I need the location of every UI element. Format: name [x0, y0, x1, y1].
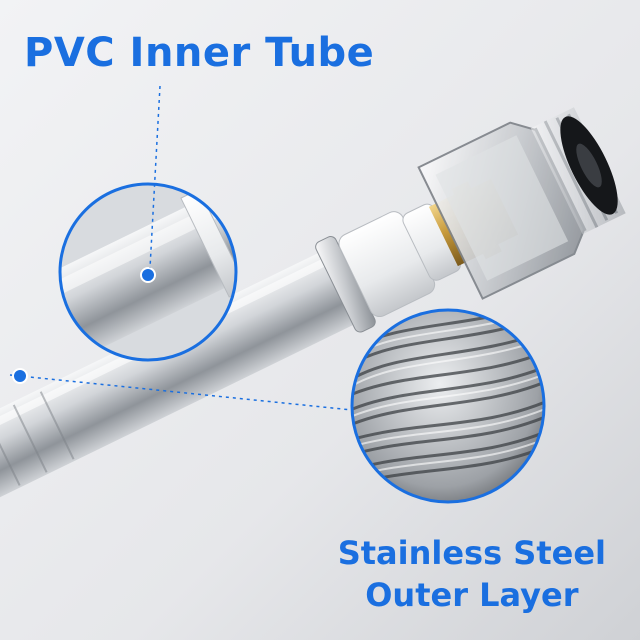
- outer-layer-label-line2: Outer Layer: [365, 576, 579, 614]
- outer-layer-magnifier: [350, 308, 546, 504]
- inner-tube-magnifier: [58, 182, 238, 362]
- outer-layer-marker: [12, 368, 28, 384]
- outer-layer-label: Stainless Steel Outer Layer: [338, 532, 606, 616]
- inner-tube-marker: [140, 267, 156, 283]
- outer-layer-label-line1: Stainless Steel: [337, 534, 606, 572]
- inner-tube-leader: [149, 85, 161, 269]
- outer-layer-leader: [9, 374, 353, 411]
- inner-tube-label: PVC Inner Tube: [24, 30, 375, 76]
